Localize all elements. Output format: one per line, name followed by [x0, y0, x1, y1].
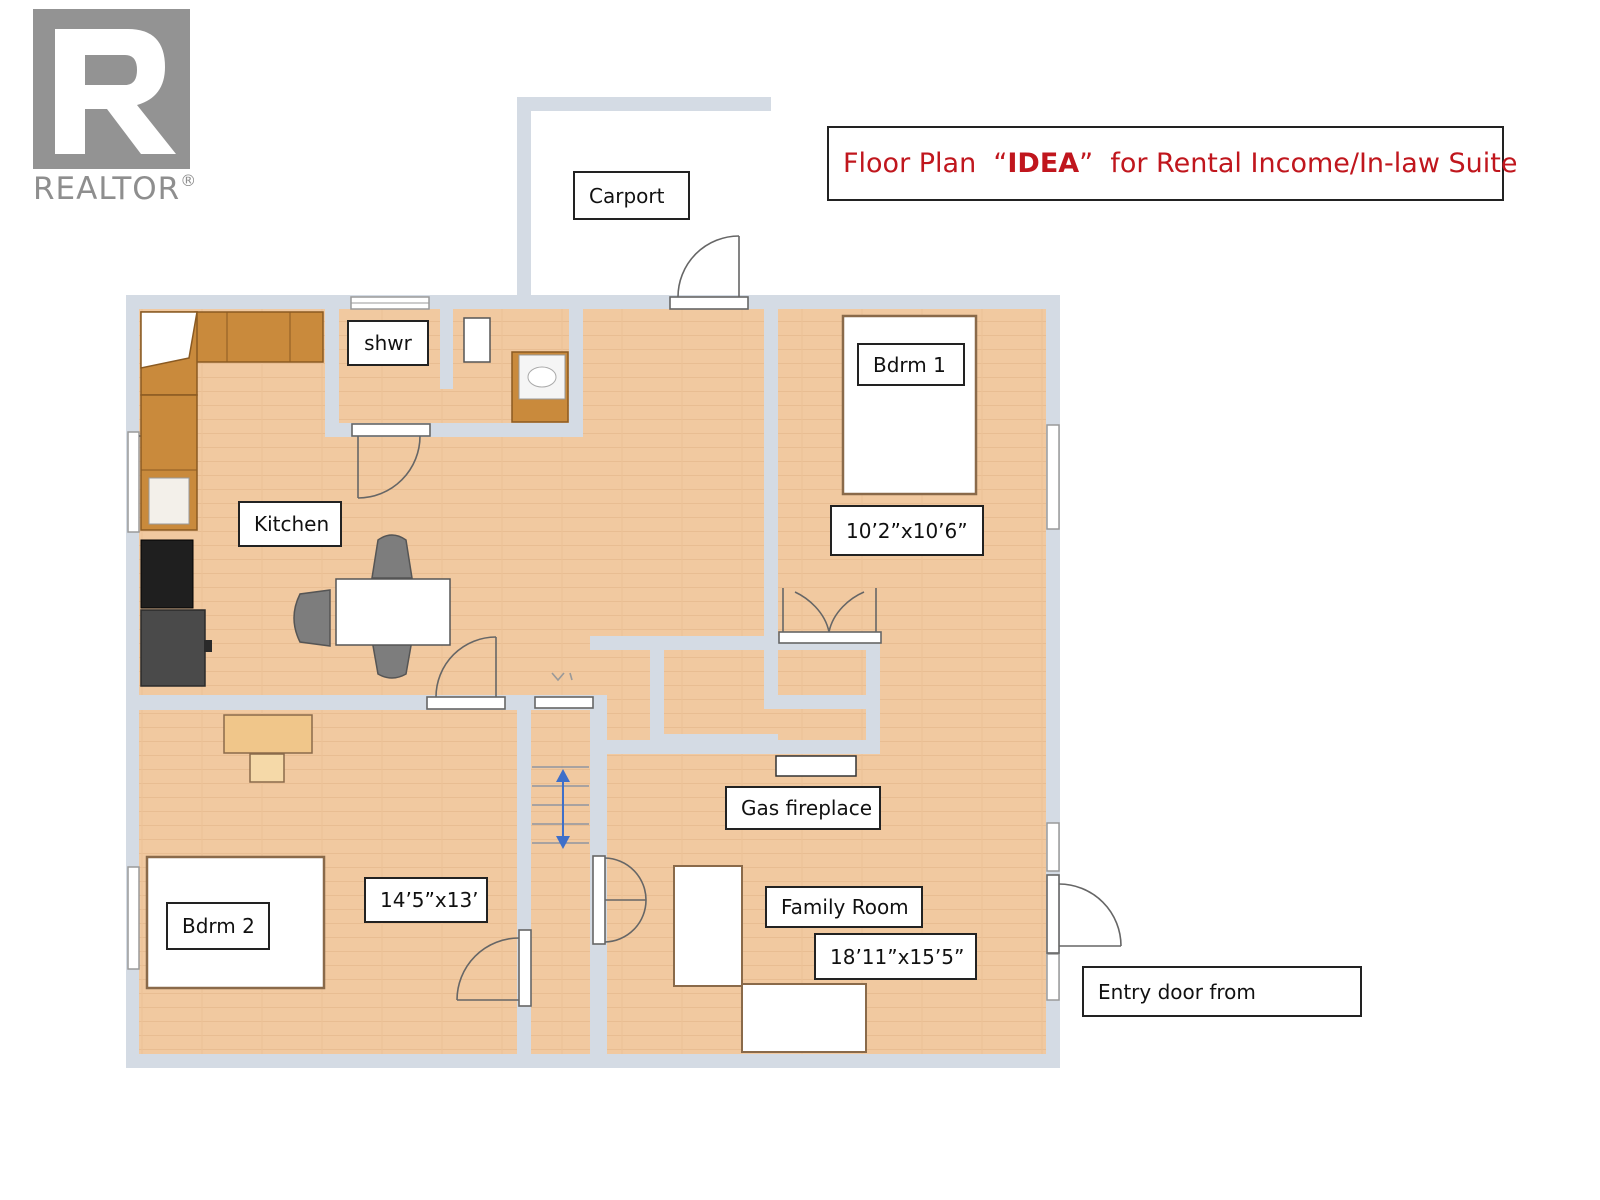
bedroom1-lower-floor [880, 620, 1046, 754]
carport-label: Carport [573, 171, 690, 220]
bath-wall-left [325, 309, 339, 437]
window-bedroom1-right [1046, 424, 1060, 530]
title-emphasis: IDEA [1007, 148, 1080, 179]
family-wall-top [590, 740, 880, 754]
closet-wall-right [866, 636, 880, 754]
dishwasher [140, 539, 194, 609]
window-kitchen-left [127, 431, 140, 533]
dining-table [335, 578, 451, 646]
stair-arrow-icon [556, 769, 570, 849]
realtor-r-icon [33, 9, 190, 169]
window-family-right [1046, 822, 1060, 1001]
realtor-text: REALTOR [33, 171, 181, 207]
door-carport [669, 235, 749, 310]
dining-chairs [293, 534, 413, 679]
floor-plan-title: Floor Plan “IDEA” for Rental Income/In-l… [827, 126, 1517, 201]
door-bathroom [351, 423, 431, 499]
gas-fireplace [775, 755, 857, 777]
door-family-double [592, 855, 647, 945]
bath-divider [440, 309, 453, 389]
bath-wall-right [569, 309, 583, 437]
stair-floor [531, 703, 590, 1054]
realtor-logo: REALTOR® [33, 9, 208, 209]
bedroom2-size-label: 14’5”x13’ [364, 877, 488, 923]
door-stair [534, 672, 594, 709]
bedroom1-wall-left [764, 309, 778, 709]
bedroom1-label: Bdrm 1 [857, 343, 965, 386]
bedroom1-size-label: 10’2”x10’6” [830, 505, 984, 556]
window-bath-top [350, 296, 430, 310]
entry-door-label: Entry door from [1082, 966, 1362, 1017]
door-bedroom2-closet [456, 929, 532, 1007]
kitchen-cabinets [140, 311, 324, 531]
carport-wall-left [517, 97, 531, 297]
title-suffix: ” for Rental Income/In-law Suite [1079, 148, 1518, 179]
registered-mark: ® [180, 171, 198, 190]
window-bedroom2-left [127, 866, 140, 970]
family-room-size-label: 18’11”x15’5” [814, 933, 977, 980]
bath-sink [511, 351, 569, 423]
door-kitchen-bedroom2 [426, 636, 506, 710]
closet-wall-mid [764, 695, 880, 709]
title-prefix: Floor Plan “ [843, 148, 1008, 179]
carport-wall-top [517, 97, 771, 111]
kitchen-label: Kitchen [238, 501, 342, 547]
bath-cabinet [463, 317, 491, 363]
hall-wall-left [650, 636, 664, 740]
stove [140, 609, 212, 687]
bedroom2-desk [223, 714, 313, 783]
family-room-label: Family Room [765, 886, 923, 928]
gas-fireplace-label: Gas fireplace [725, 786, 881, 830]
door-entry [1046, 874, 1122, 954]
family-sofa [673, 865, 867, 1053]
door-bedroom1-closet [778, 588, 882, 644]
bedroom2-label: Bdrm 2 [166, 902, 270, 950]
shower-label: shwr [347, 320, 429, 366]
